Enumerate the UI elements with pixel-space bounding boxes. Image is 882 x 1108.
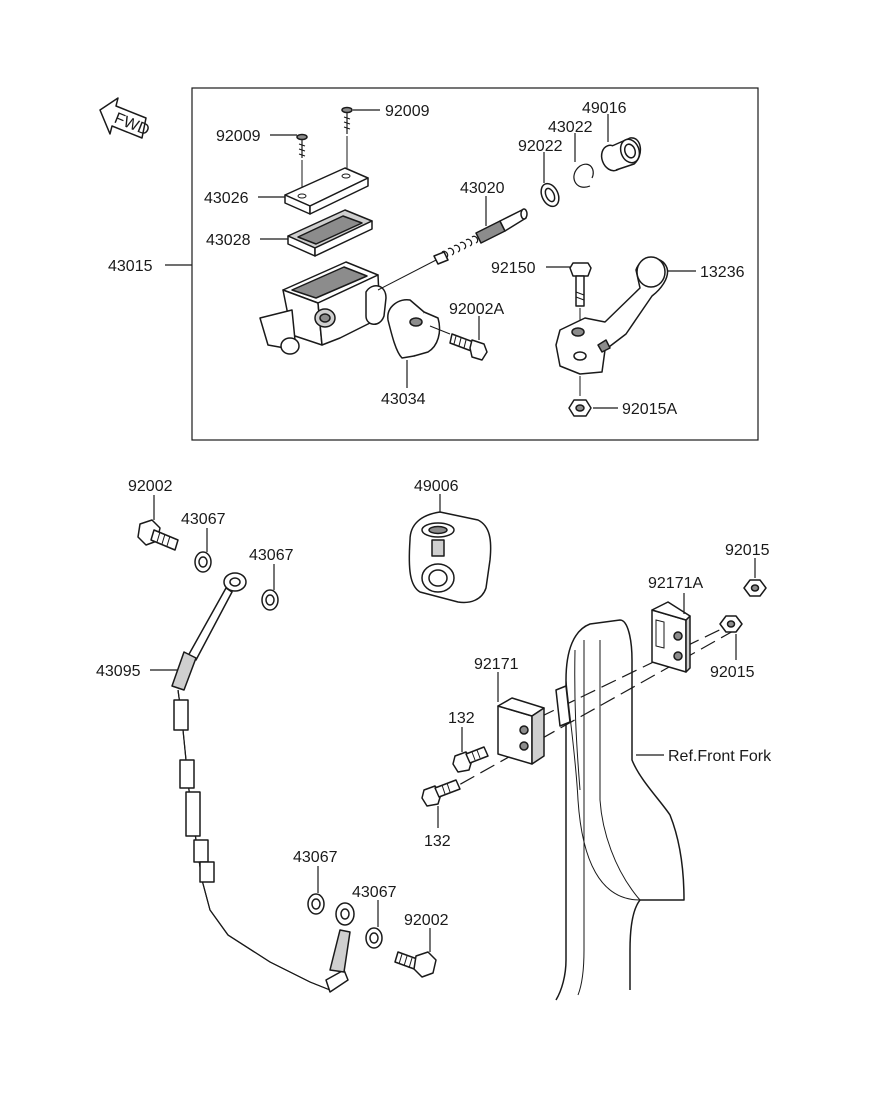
nut-92015a bbox=[568, 399, 592, 417]
piston-43020 bbox=[433, 208, 528, 265]
callout-43028: 43028 bbox=[206, 232, 251, 249]
hose-guide-49006 bbox=[408, 511, 492, 604]
screw-92009-left bbox=[296, 133, 308, 158]
callout-43067-a: 43067 bbox=[181, 511, 226, 528]
screw-92009-right bbox=[341, 106, 353, 134]
callout-ref-front-fork: Ref.Front Fork bbox=[668, 748, 772, 765]
bolt-92150 bbox=[569, 262, 592, 307]
bolt-132-upper bbox=[452, 746, 489, 773]
fwd-arrow-icon: FWD bbox=[99, 97, 152, 139]
callout-49016: 49016 bbox=[582, 100, 627, 117]
bolt-132-lower bbox=[421, 779, 461, 807]
callout-92002a: 92002A bbox=[449, 301, 504, 318]
callout-92015-lower: 92015 bbox=[710, 664, 755, 681]
washer-43067-c bbox=[307, 893, 325, 915]
master-cylinder-body bbox=[259, 261, 387, 355]
callout-43067-c: 43067 bbox=[293, 849, 338, 866]
brake-hose-43095 bbox=[171, 572, 355, 993]
reservoir-cap-43026 bbox=[284, 167, 369, 215]
callout-43015: 43015 bbox=[108, 258, 153, 275]
callout-92022: 92022 bbox=[518, 138, 563, 155]
washer-43067-d bbox=[365, 927, 383, 949]
callout-132-lower: 132 bbox=[424, 833, 451, 850]
callout-92171a: 92171A bbox=[648, 575, 703, 592]
callout-43020: 43020 bbox=[460, 180, 505, 197]
callout-49006: 49006 bbox=[414, 478, 459, 495]
callout-13236: 13236 bbox=[700, 264, 745, 281]
callout-92002-top: 92002 bbox=[128, 478, 173, 495]
callout-92171: 92171 bbox=[474, 656, 519, 673]
callout-43095: 43095 bbox=[96, 663, 141, 680]
boot-49016 bbox=[600, 137, 642, 172]
callout-92150: 92150 bbox=[491, 260, 536, 277]
callout-92015-upper: 92015 bbox=[725, 542, 770, 559]
bolt-92002a bbox=[449, 333, 488, 361]
callout-43026: 43026 bbox=[204, 190, 249, 207]
assembly-frame-43015 bbox=[191, 87, 759, 441]
callout-92009-right: 92009 bbox=[385, 103, 430, 120]
callout-43022: 43022 bbox=[548, 119, 593, 136]
callout-92009-left: 92009 bbox=[216, 128, 261, 145]
callout-92015a: 92015A bbox=[622, 401, 677, 418]
washer-43067-a bbox=[194, 551, 212, 573]
washer-92022 bbox=[540, 182, 560, 208]
banjo-bolt-92002-top bbox=[137, 519, 179, 551]
callout-43067-d: 43067 bbox=[352, 884, 397, 901]
bracket-92171 bbox=[497, 685, 571, 765]
callout-132-upper: 132 bbox=[448, 710, 475, 727]
callout-43067-b: 43067 bbox=[249, 547, 294, 564]
diaphragm-43028 bbox=[287, 209, 373, 257]
bracket-92171a bbox=[651, 601, 691, 673]
circlip-43022 bbox=[573, 163, 594, 188]
front-fork-reference bbox=[555, 619, 685, 1001]
nut-92015-lower bbox=[719, 615, 743, 633]
nut-92015-upper bbox=[743, 579, 767, 597]
clamp-43034 bbox=[387, 298, 441, 359]
banjo-bolt-92002-bottom bbox=[394, 951, 437, 978]
callout-92002-bottom: 92002 bbox=[404, 912, 449, 929]
callout-43034: 43034 bbox=[381, 391, 426, 408]
washer-43067-b bbox=[261, 589, 279, 611]
lever-13236 bbox=[555, 256, 669, 375]
